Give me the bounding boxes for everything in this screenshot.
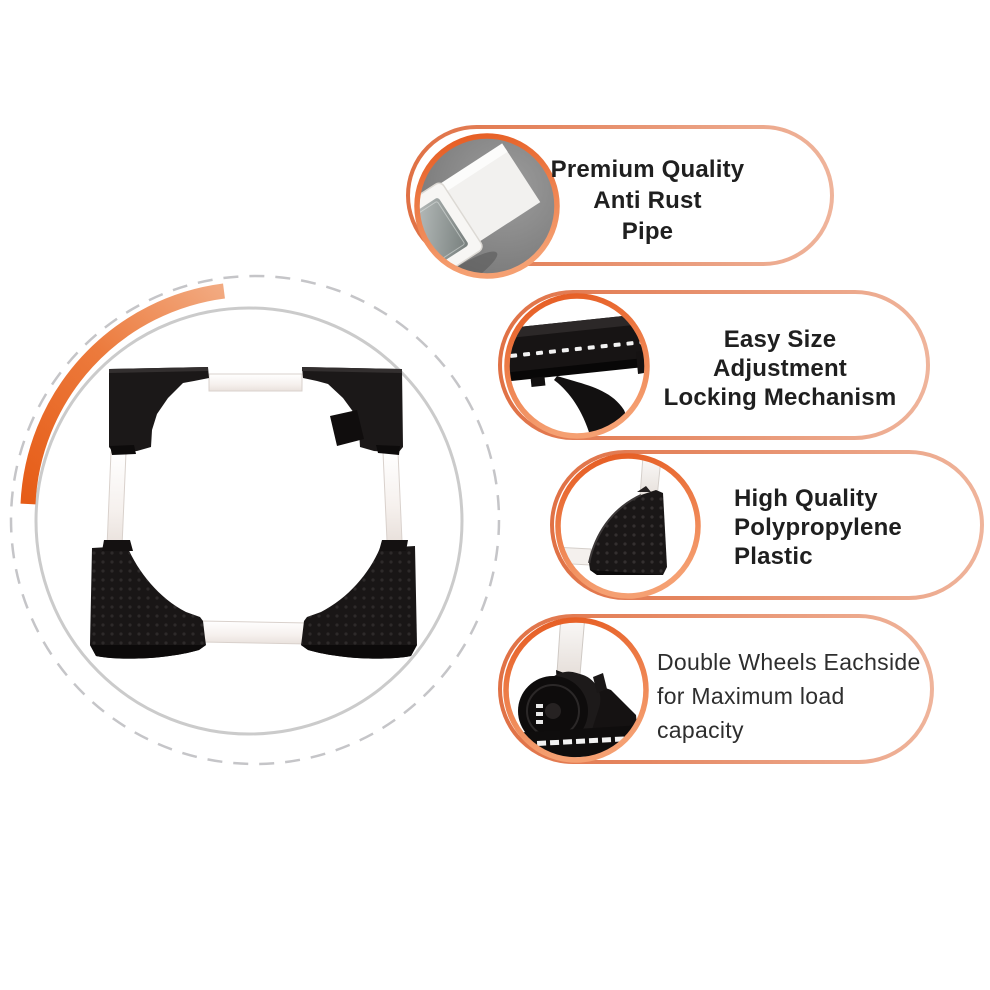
corner-bottom-right bbox=[301, 540, 417, 659]
feature-line: Locking Mechanism bbox=[663, 384, 897, 411]
locking-mechanism-photo-icon bbox=[504, 293, 650, 439]
decor-circles bbox=[9, 274, 501, 766]
dashed-circle bbox=[9, 274, 501, 766]
feature-line: for Maximum load bbox=[657, 683, 845, 709]
pipe-right bbox=[382, 451, 403, 542]
feature-line: Anti Rust bbox=[593, 187, 702, 214]
feature-line: Easy Size bbox=[723, 326, 837, 353]
pipe-top bbox=[208, 373, 303, 392]
feature-line: Pipe bbox=[621, 218, 674, 245]
feature-line: Adjustment bbox=[713, 355, 847, 382]
solid-gray-circle bbox=[34, 306, 464, 736]
double-wheel-photo-icon bbox=[503, 617, 649, 763]
feature-line: Premium Quality bbox=[550, 156, 745, 183]
corner-top-right bbox=[302, 367, 403, 455]
orange-arc bbox=[20, 283, 225, 505]
feature-line: Double Wheels Eachside bbox=[657, 649, 921, 675]
plastic-corner-photo-icon bbox=[555, 453, 701, 599]
feature-text-polypropylene: High Quality Polypropylene Plastic bbox=[734, 484, 974, 571]
product-stand-photo bbox=[90, 367, 417, 659]
feature-text-locking-mechanism: Easy Size Adjustment Locking Mechanism bbox=[635, 325, 925, 412]
corner-bottom-left bbox=[90, 540, 206, 659]
feature-text-double-wheels: Double Wheels Eachside for Maximum load … bbox=[657, 645, 947, 747]
feature-line: capacity bbox=[657, 717, 744, 743]
locking-clamp-knob bbox=[330, 410, 364, 446]
feature-line: Plastic bbox=[734, 543, 813, 570]
corner-top-left bbox=[109, 367, 209, 455]
pipe-bottom bbox=[201, 620, 309, 645]
feature-text-anti-rust-pipe: Premium Quality Anti Rust Pipe bbox=[540, 154, 755, 247]
feature-line: Polypropylene bbox=[734, 514, 902, 541]
feature-line: High Quality bbox=[734, 485, 878, 512]
square-pipe-photo-icon bbox=[414, 133, 560, 279]
pipe-left bbox=[106, 451, 127, 548]
